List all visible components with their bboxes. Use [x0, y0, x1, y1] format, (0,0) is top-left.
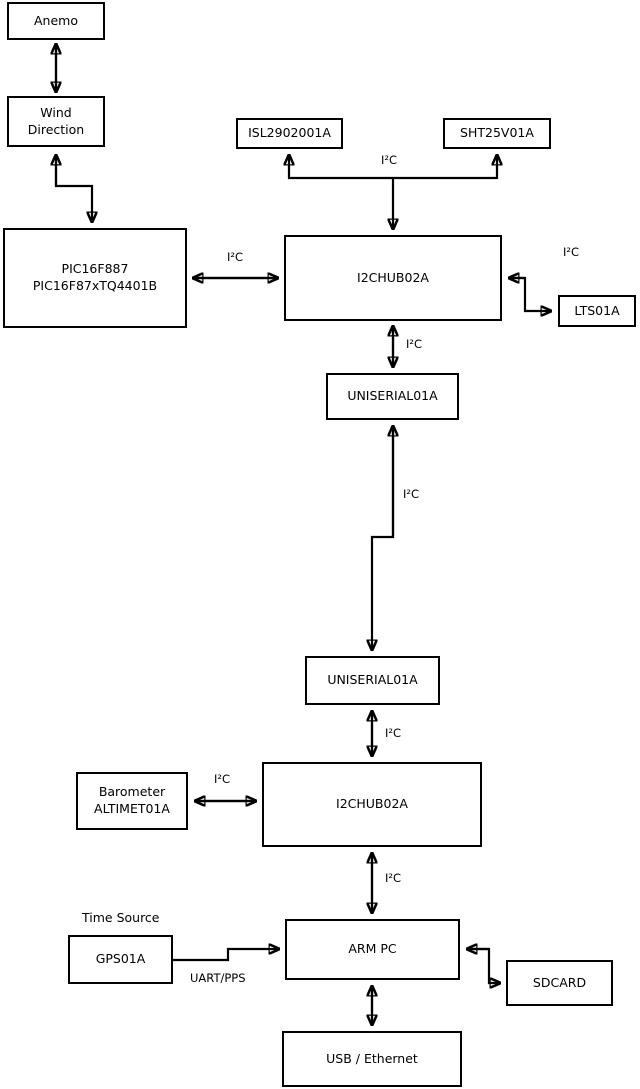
- node-sdcard[interactable]: SDCARD: [506, 960, 613, 1006]
- node-pic-mcu[interactable]: PIC16F887 PIC16F87xTQ4401B: [3, 228, 187, 328]
- node-usb-ethernet[interactable]: USB / Ethernet: [282, 1031, 462, 1087]
- wire-hub-sht25v01a: [393, 155, 497, 180]
- wire-hub-isl2902001a: [289, 155, 393, 180]
- node-wind-direction[interactable]: Wind Direction: [7, 96, 105, 147]
- node-anemo[interactable]: Anemo: [7, 2, 105, 40]
- edge-label-i2c-hub-uniserial: I²C: [406, 337, 423, 351]
- label-time-source: Time Source: [82, 910, 160, 925]
- edge-label-i2c-hub-armpc: I²C: [385, 871, 402, 885]
- node-uniserial01a-top[interactable]: UNISERIAL01A: [326, 373, 459, 420]
- node-barometer[interactable]: Barometer ALTIMET01A: [76, 772, 188, 830]
- node-sht25v01a[interactable]: SHT25V01A: [443, 118, 551, 149]
- edge-label-i2c-pic-hub: I²C: [227, 250, 244, 264]
- wire-uniserial-link-down: [372, 426, 395, 650]
- node-gps01a[interactable]: GPS01A: [68, 935, 173, 984]
- node-i2chub02a-top[interactable]: I2CHUB02A: [284, 235, 502, 321]
- node-lts01a[interactable]: LTS01A: [558, 295, 636, 327]
- node-uniserial01a-bottom[interactable]: UNISERIAL01A: [305, 656, 440, 705]
- wire-hub-to-lts01a: [509, 276, 551, 311]
- edge-label-i2c-hub-lts: I²C: [563, 245, 580, 259]
- node-arm-pc[interactable]: ARM PC: [285, 919, 460, 980]
- wire-armpc-to-sdcard: [467, 947, 500, 983]
- node-i2chub02a-bottom[interactable]: I2CHUB02A: [262, 762, 482, 847]
- wire-pic-winddirection-path: [54, 155, 92, 222]
- edge-label-i2c-sensor-bus: I²C: [381, 153, 398, 167]
- edge-label-i2c-uniserial-link: I²C: [403, 487, 420, 501]
- edge-label-i2c-uniserial-hub-bottom: I²C: [385, 726, 402, 740]
- edge-label-i2c-barometer-hub: I²C: [214, 772, 231, 786]
- edge-label-uart-pps: UART/PPS: [190, 971, 246, 985]
- node-isl2902001a[interactable]: ISL2902001A: [236, 118, 343, 149]
- wire-gps-armpc: [173, 949, 279, 962]
